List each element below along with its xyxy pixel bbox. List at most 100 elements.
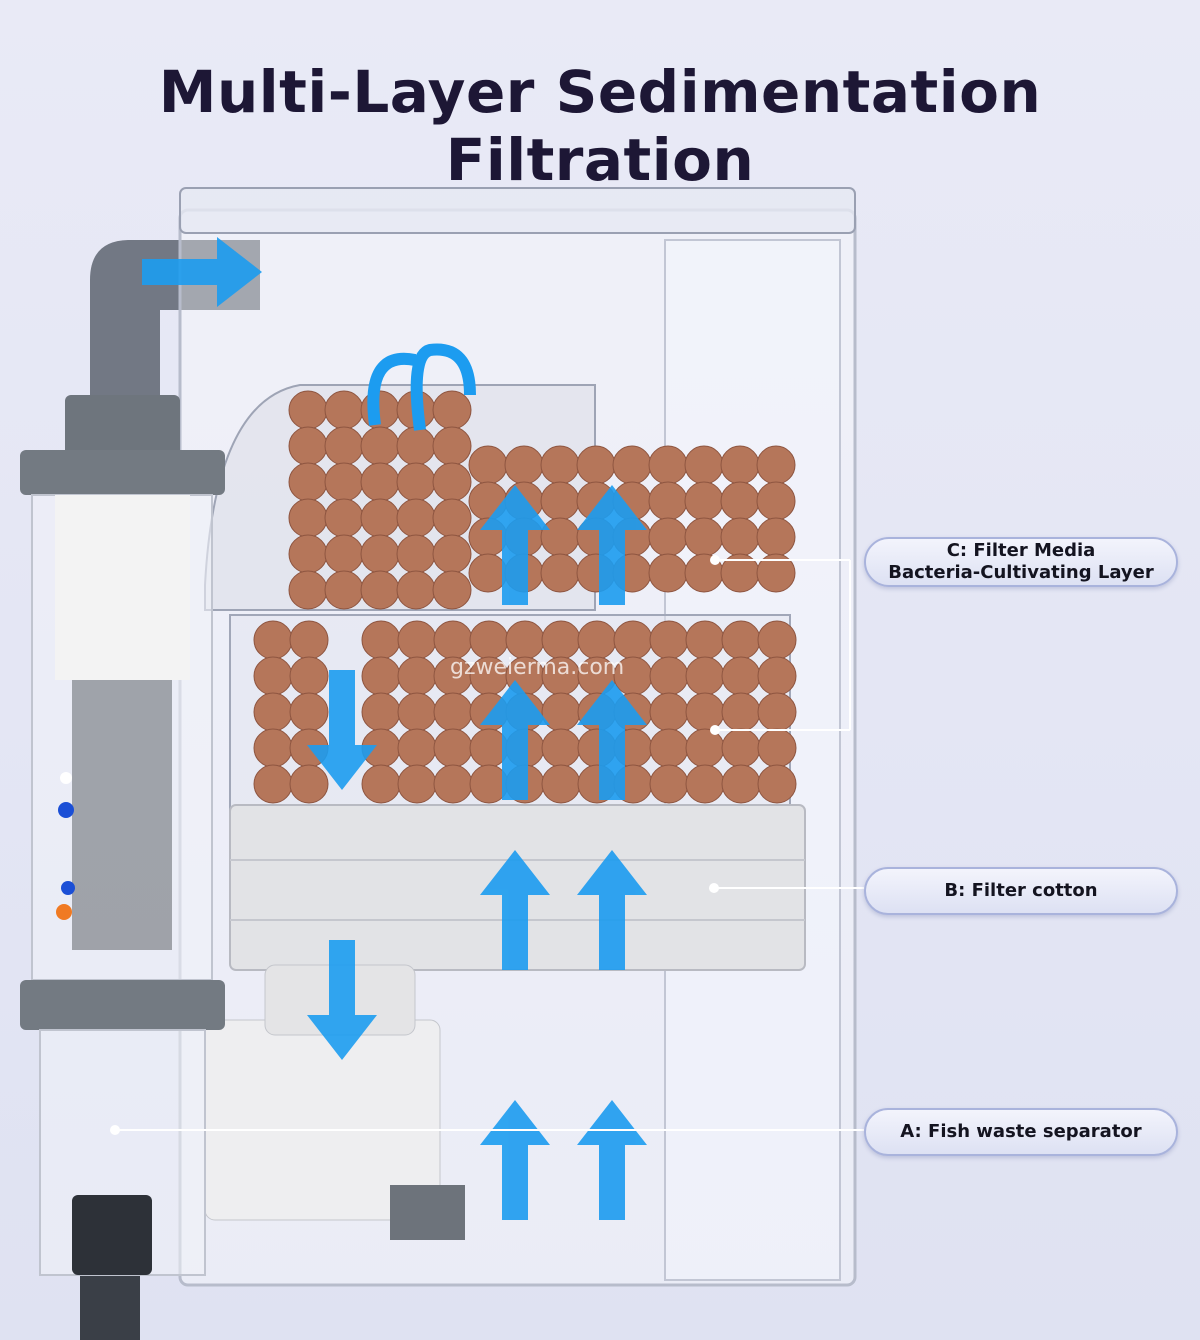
media-ball	[253, 656, 293, 696]
label-a-text: A: Fish waste separator	[900, 1121, 1142, 1142]
media-ball	[433, 620, 473, 660]
media-ball	[397, 764, 437, 804]
media-ball	[253, 728, 293, 768]
media-ball	[540, 553, 580, 593]
media-ball	[648, 481, 688, 521]
media-ball	[756, 517, 796, 557]
media-ball	[721, 728, 761, 768]
media-ball	[253, 692, 293, 732]
media-ball	[397, 656, 437, 696]
separator-ring-bottom	[20, 980, 225, 1030]
media-ball	[360, 426, 400, 466]
media-ball	[721, 656, 761, 696]
media-ball	[397, 728, 437, 768]
media-ball	[433, 764, 473, 804]
media-ball	[396, 534, 436, 574]
media-ball	[396, 426, 436, 466]
media-ball	[756, 553, 796, 593]
media-ball	[612, 445, 652, 485]
media-ball	[396, 498, 436, 538]
media-ball	[432, 426, 472, 466]
media-ball	[648, 553, 688, 593]
media-ball	[360, 462, 400, 502]
media-ball	[757, 728, 797, 768]
leader-lines	[115, 559, 864, 1131]
media-ball	[468, 445, 508, 485]
media-ball	[468, 553, 508, 593]
label-filter-cotton: B: Filter cotton	[864, 867, 1178, 915]
separator-bottom-fitting	[72, 1195, 152, 1275]
media-ball	[432, 570, 472, 610]
media-ball	[504, 445, 544, 485]
media-ball	[613, 620, 653, 660]
media-ball	[756, 445, 796, 485]
media-ball	[721, 620, 761, 660]
media-ball	[684, 517, 724, 557]
media-ball	[685, 692, 725, 732]
media-ball	[288, 390, 328, 430]
media-ball	[540, 481, 580, 521]
media-ball	[289, 764, 329, 804]
media-ball	[505, 620, 545, 660]
media-ball	[289, 620, 329, 660]
media-ball	[757, 656, 797, 696]
media-ball	[541, 620, 581, 660]
media-ball	[288, 534, 328, 574]
media-ball	[541, 692, 581, 732]
label-c-line1: C: Filter Media	[946, 540, 1096, 561]
watermark: gzweierma.com	[450, 655, 625, 680]
media-ball	[685, 764, 725, 804]
page-title: Multi-Layer Sedimentation Filtration	[158, 58, 1042, 194]
media-ball	[324, 498, 364, 538]
media-ball	[289, 692, 329, 732]
flap	[390, 1185, 465, 1240]
media-ball	[361, 620, 401, 660]
media-ball	[433, 692, 473, 732]
media-ball	[289, 656, 329, 696]
media-ball	[361, 656, 401, 696]
media-ball	[288, 426, 328, 466]
flow-arrow-icon	[577, 850, 647, 970]
media-ball	[649, 692, 689, 732]
media-ball	[433, 728, 473, 768]
media-ball	[288, 570, 328, 610]
media-ball	[757, 620, 797, 660]
media-ball	[540, 445, 580, 485]
flow-arrow-icon	[480, 485, 550, 605]
media-ball	[684, 481, 724, 521]
flow-arrow-icon	[577, 485, 647, 605]
media-ball	[360, 570, 400, 610]
media-ball	[649, 764, 689, 804]
flow-arrow-icon	[307, 940, 377, 1060]
label-waste-separator: A: Fish waste separator	[864, 1108, 1178, 1156]
media-ball	[685, 656, 725, 696]
media-ball	[685, 728, 725, 768]
label-filter-media: C: Filter Media Bacteria-Cultivating Lay…	[864, 537, 1178, 587]
media-ball	[360, 534, 400, 574]
media-ball	[757, 764, 797, 804]
media-ball	[649, 620, 689, 660]
media-ball	[361, 764, 401, 804]
media-ball	[540, 517, 580, 557]
swirl-arrow-icon	[367, 343, 476, 431]
media-ball	[757, 692, 797, 732]
flow-arrows	[142, 237, 647, 1220]
media-ball	[253, 764, 293, 804]
label-c-line2: Bacteria-Cultivating Layer	[888, 562, 1154, 583]
media-ball	[288, 462, 328, 502]
media-ball	[756, 481, 796, 521]
separator-mesh	[72, 680, 172, 950]
media-ball	[649, 656, 689, 696]
media-ball	[649, 728, 689, 768]
media-ball	[648, 445, 688, 485]
media-ball	[253, 620, 293, 660]
media-ball	[324, 462, 364, 502]
media-ball	[576, 445, 616, 485]
media-ball	[720, 517, 760, 557]
media-ball	[469, 620, 509, 660]
media-ball	[648, 517, 688, 557]
media-ball	[720, 481, 760, 521]
flow-arrow-icon	[577, 680, 647, 800]
media-ball	[541, 764, 581, 804]
media-ball	[684, 445, 724, 485]
